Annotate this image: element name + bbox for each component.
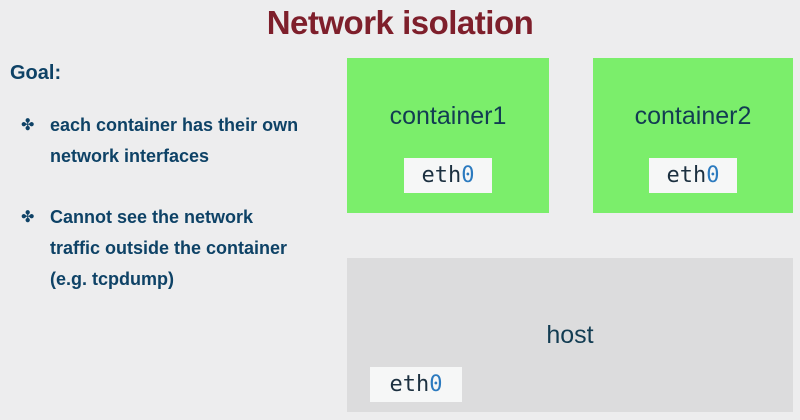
page-title: Network isolation bbox=[266, 4, 534, 41]
container2-label: container2 bbox=[634, 102, 752, 130]
container2-box: container2 eth 0 bbox=[593, 58, 793, 213]
goal-section: Goal: ✤ each container has their own net… bbox=[10, 62, 335, 295]
eth-zero: 0 bbox=[461, 163, 475, 188]
bullet-text: Cannot see the network traffic outside t… bbox=[50, 202, 287, 295]
eth-zero: 0 bbox=[429, 372, 443, 397]
eth-label: eth bbox=[389, 372, 430, 397]
bullet-line: Cannot see the network bbox=[50, 207, 254, 227]
clover-bullet-icon: ✤ bbox=[21, 209, 35, 226]
host-eth0-interface: eth 0 bbox=[370, 367, 462, 402]
host-label: host bbox=[546, 320, 594, 349]
bullet-item: ✤ Cannot see the network traffic outside… bbox=[10, 202, 335, 295]
container2-eth0-interface: eth 0 bbox=[649, 158, 737, 193]
bullet-item: ✤ each container has their own network i… bbox=[10, 110, 335, 172]
container1-label: container1 bbox=[389, 102, 507, 130]
clover-bullet-icon: ✤ bbox=[21, 117, 35, 134]
bullet-line: (e.g. tcpdump) bbox=[50, 269, 174, 289]
container1-box: container1 eth 0 bbox=[347, 58, 549, 213]
eth-label: eth bbox=[666, 163, 707, 188]
bullet-text: each container has their own network int… bbox=[50, 110, 298, 172]
eth-label: eth bbox=[421, 163, 462, 188]
container1-eth0-interface: eth 0 bbox=[404, 158, 492, 193]
goal-heading: Goal: bbox=[10, 62, 62, 84]
eth-zero: 0 bbox=[706, 163, 720, 188]
host-box: host eth 0 bbox=[347, 258, 793, 412]
bullet-line: traffic outside the container bbox=[50, 238, 288, 258]
bullet-line: each container has their own bbox=[50, 115, 299, 135]
bullet-line: network interfaces bbox=[50, 146, 210, 166]
